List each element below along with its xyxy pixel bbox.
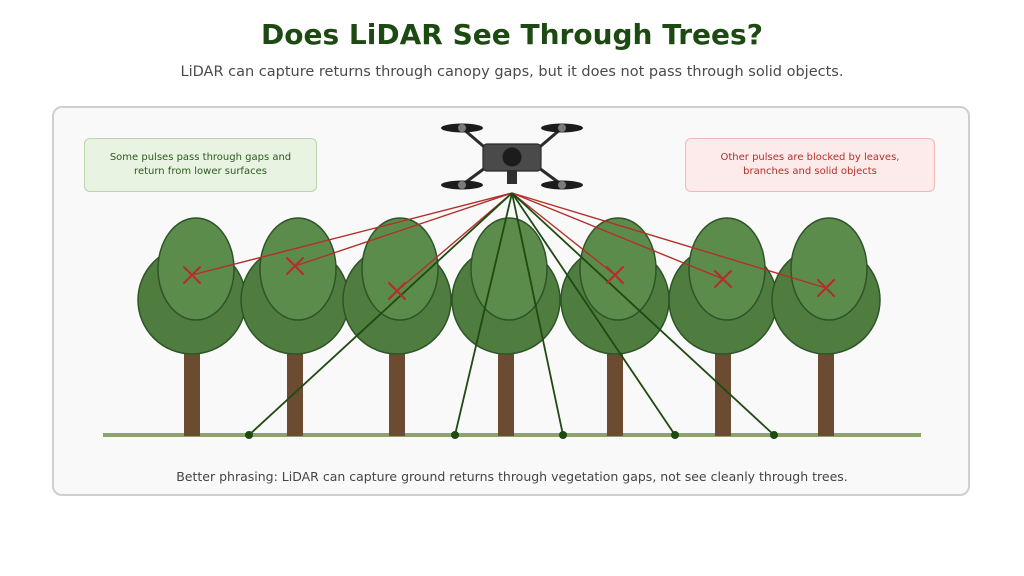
ground-pulse-line [454, 192, 513, 436]
tree [668, 217, 778, 436]
ground-pulse-line [511, 192, 775, 436]
page-subtitle: LiDAR can capture returns through canopy… [180, 64, 844, 80]
dot-marker-icon [671, 431, 679, 439]
tree [342, 217, 452, 436]
tree [771, 217, 881, 436]
blocked-pulse-line [511, 192, 827, 289]
blocked-pulses [191, 192, 827, 292]
tree [240, 217, 350, 436]
dot-marker-icon [245, 431, 253, 439]
tree [137, 217, 247, 436]
x-mark-icon [605, 265, 625, 285]
blocked-pulse-line [511, 192, 724, 280]
trees [137, 217, 881, 436]
dot-marker-icon [451, 431, 459, 439]
blocked-pulse-line [396, 192, 513, 292]
tree [451, 217, 561, 436]
x-mark-icon [182, 265, 202, 285]
dot-marker-icon [770, 431, 778, 439]
drone-icon [441, 123, 583, 190]
x-mark-icon [816, 278, 836, 298]
callout-pass-through-text: Some pulses pass through gaps and return… [109, 152, 292, 177]
ground-pulses [248, 192, 775, 436]
blocked-markers [182, 256, 836, 301]
callout-blocked: Other pulses are blocked by leaves, bran… [685, 138, 935, 192]
blocked-pulse-line [191, 192, 513, 276]
ground-pulse-line [248, 192, 513, 436]
blocked-pulse-line [294, 192, 513, 267]
ground-pulse-line [511, 192, 676, 436]
callout-pass-through: Some pulses pass through gaps and return… [84, 138, 317, 192]
ground-return-markers [245, 431, 778, 439]
ground-pulse-line [511, 192, 564, 436]
x-mark-icon [387, 281, 407, 301]
callout-blocked-text: Other pulses are blocked by leaves, bran… [720, 152, 900, 177]
page-title: Does LiDAR See Through Trees? [261, 18, 763, 51]
dot-marker-icon [559, 431, 567, 439]
blocked-pulse-line [511, 192, 616, 276]
footnote: Better phrasing: LiDAR can capture groun… [176, 469, 848, 484]
x-mark-icon [285, 256, 305, 276]
x-mark-icon [713, 269, 733, 289]
